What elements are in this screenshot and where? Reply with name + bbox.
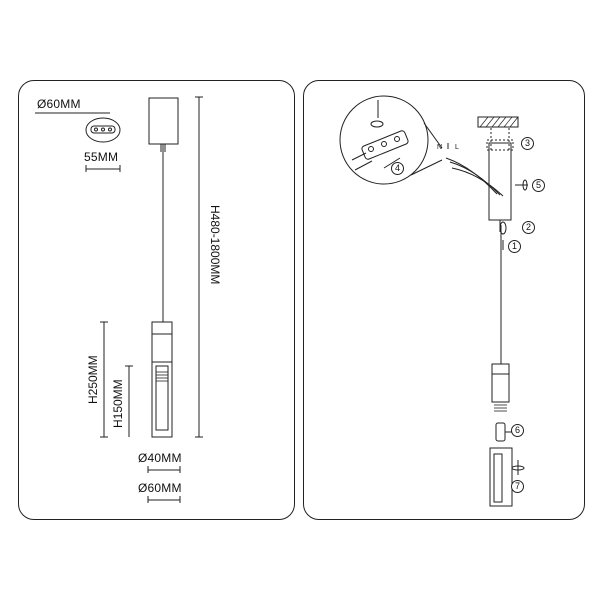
base-diameter-label: Ø60MM [138, 481, 182, 495]
step-5-badge: 5 [532, 179, 545, 192]
step-2-badge: 2 [522, 221, 535, 234]
step-3-badge: 3 [521, 137, 534, 150]
canopy-width-label: 55MM [84, 150, 119, 164]
canopy-installed [488, 142, 512, 221]
step-4-badge: 4 [391, 162, 404, 175]
lamp-body [151, 321, 173, 438]
canopy-top-view [85, 117, 121, 143]
neutral-letter: N [437, 144, 443, 151]
step-6-badge: 6 [511, 424, 524, 437]
body-height-inner-label: H150MM [111, 379, 125, 428]
lamp-body-installed [491, 363, 510, 403]
glass-tube [489, 447, 513, 507]
step-7-badge: 7 [511, 480, 524, 493]
canopy [148, 97, 179, 145]
detail-circle [339, 95, 429, 185]
total-height-label: H480-1800MM [208, 205, 222, 285]
right-installation-panel [303, 80, 585, 520]
left-dimensions-panel [18, 80, 295, 520]
step-1-badge: 1 [508, 240, 521, 253]
canopy-diameter-label: Ø60MM [37, 97, 81, 111]
body-height-outer-label: H250MM [86, 355, 100, 404]
live-letter: L [455, 144, 460, 151]
bulb [495, 422, 506, 442]
tube-diameter-label: Ø40MM [138, 451, 182, 465]
